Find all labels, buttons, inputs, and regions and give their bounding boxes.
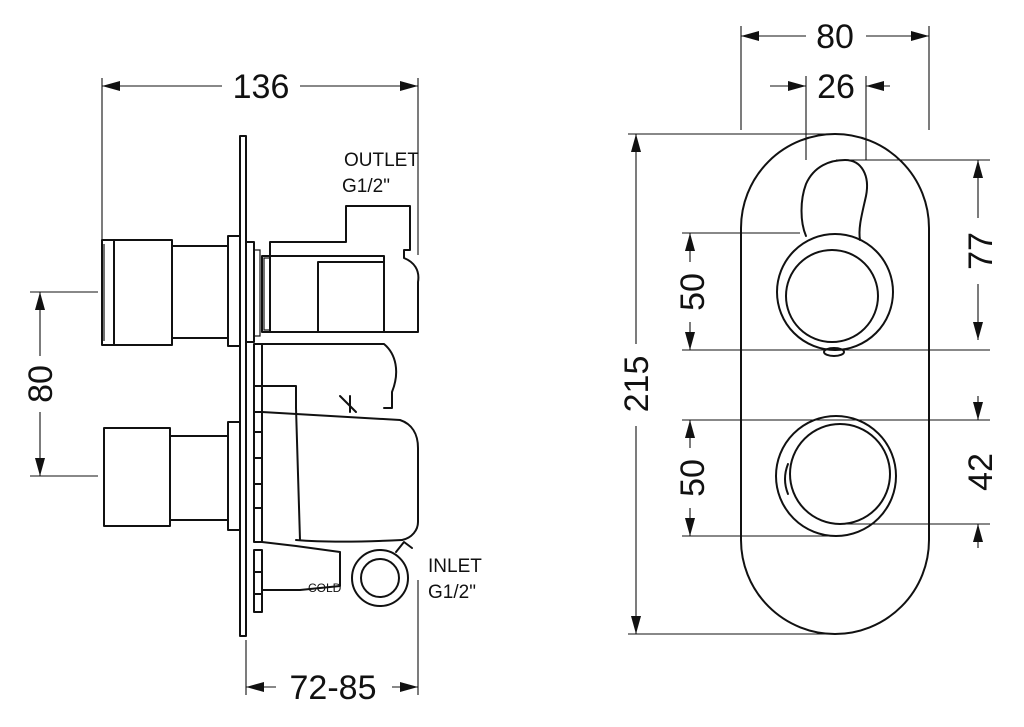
wall-plate-side: [239, 135, 247, 637]
face-plate: [740, 133, 930, 635]
valve-body-upper: [261, 205, 420, 333]
dim-depth-text: 72-85: [290, 669, 377, 707]
dim-lever-width-text: 26: [817, 68, 855, 106]
upper-lever-handle: [776, 159, 894, 357]
dimension-50-lower: 50: [674, 420, 712, 536]
dimension-77: 77: [962, 160, 1000, 340]
dim-lever-height-text: 77: [962, 232, 1000, 270]
dim-width-text: 136: [233, 68, 290, 106]
dimension-215: 215: [618, 134, 656, 634]
lower-knob-side: [103, 421, 241, 531]
valve-body-lower: [261, 407, 419, 591]
dim-upper-knob-text: 50: [674, 273, 712, 311]
dimension-80-front: 80: [741, 18, 929, 56]
outlet-thread: G1/2": [342, 176, 390, 197]
dimension-26: 26: [770, 68, 890, 106]
side-view: 136 72-85 80: [22, 68, 482, 707]
inlet-thread: G1/2": [428, 582, 476, 603]
dim-lower-knob-text: 50: [674, 459, 712, 497]
upper-knob-side: [101, 235, 261, 347]
lower-knob-front: [775, 415, 897, 537]
dim-centers-text: 80: [22, 365, 60, 403]
valve-body-middle: [261, 343, 398, 413]
dimension-42: 42: [962, 396, 1000, 548]
dimension-72-85: 72-85: [246, 669, 418, 707]
dimension-136: 136: [102, 68, 418, 106]
inlet-label: INLET: [428, 556, 482, 577]
cold-label: COLD: [308, 581, 342, 595]
outlet-label: OUTLET: [344, 150, 419, 171]
dim-plate-height-text: 215: [618, 356, 656, 413]
inlet-port: [351, 541, 413, 607]
dimension-50-upper: 50: [674, 233, 712, 350]
front-view: 80 26 215 50: [618, 18, 1000, 635]
dim-plate-width-text: 80: [816, 18, 854, 56]
dim-lower-inner-text: 42: [962, 453, 1000, 491]
locking-rings: [253, 343, 263, 613]
dimension-80-vertical: 80: [22, 292, 60, 476]
